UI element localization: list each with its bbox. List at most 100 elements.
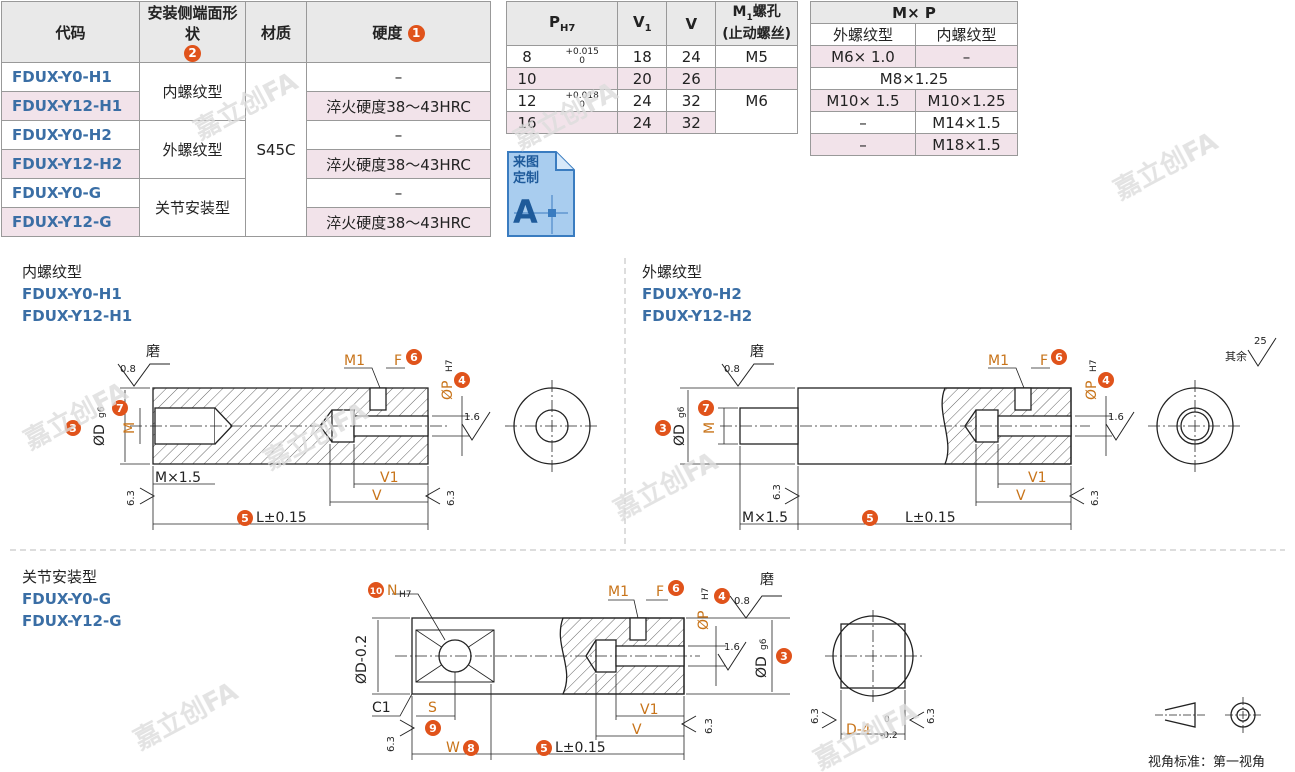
lbl-r63: 6.3 (926, 708, 937, 724)
badge-3: 3 (776, 648, 792, 664)
lbl-v1: V1 (1028, 470, 1046, 486)
lbl-m: M (122, 422, 138, 434)
thread-cell: – (810, 111, 916, 134)
lbl-p-sub: H7 (445, 360, 455, 373)
subheader-inner: 内螺纹型 (915, 23, 1018, 46)
lbl-m: M (702, 422, 718, 434)
m1-cell (715, 67, 798, 90)
header-mxp: M× P (810, 1, 1018, 24)
section-outer-title: 外螺纹型 FDUX-Y0-H2 FDUX-Y12-H2 (642, 263, 753, 325)
badge-5: 5 (237, 510, 253, 526)
watermark: 嘉立创FA (809, 696, 923, 772)
lbl-r08: 0.8 (120, 364, 136, 375)
header-p: PH7 (505, 1, 619, 46)
lbl-l: L±0.15 (905, 510, 956, 526)
lbl-r16: 1.6 (724, 642, 740, 653)
lbl-p: ØP (1084, 381, 1100, 400)
lbl-grind: 磨 (146, 344, 160, 360)
svg-text:6: 6 (672, 582, 680, 595)
document-icon (507, 151, 575, 237)
lbl-l: L±0.15 (256, 510, 307, 526)
hardness-cell: – (306, 62, 491, 92)
thread-cell: M14×1.5 (915, 111, 1018, 134)
svg-text:3: 3 (659, 422, 667, 435)
badge-3: 3 (65, 420, 81, 436)
svg-text:6: 6 (1055, 351, 1063, 364)
code-cell: FDUX-Y12-H2 (1, 149, 140, 179)
watermark: 嘉立创FA (609, 446, 723, 526)
lbl-grind: 磨 (750, 344, 764, 360)
badge-4: 4 (1098, 372, 1114, 388)
section-joint-title: 关节安装型 FDUX-Y0-G FDUX-Y12-G (22, 568, 122, 630)
v1-cell: 24 (617, 89, 668, 112)
lbl-d4-tol-u: 0 (884, 715, 890, 725)
lbl-m1: M1 (988, 353, 1009, 369)
lbl-p: ØP (440, 381, 456, 400)
m1-cell: M6 (715, 89, 798, 134)
lbl-r63: 6.3 (1090, 490, 1101, 506)
p-cell: 16 (506, 111, 547, 134)
header-shape: 安装侧端面形状 2 (139, 1, 246, 63)
lbl-v1: V1 (640, 702, 658, 718)
header-hardness: 硬度 1 (306, 1, 491, 63)
v-cell: 26 (666, 67, 717, 90)
code-cell: FDUX-Y0-H2 (1, 120, 140, 150)
group-cell: 关节安装型 (139, 178, 246, 237)
thread-table: M× P 外螺纹型 内螺纹型 M6× 1.0 – M8×1.25 M10× 1.… (810, 1, 1018, 156)
lbl-c1: C1 (372, 700, 391, 716)
svg-text:7: 7 (116, 402, 124, 415)
v-cell: 24 (666, 45, 717, 68)
thread-cell: M10× 1.5 (810, 89, 916, 112)
hardness-cell: – (306, 120, 491, 150)
lbl-s: S (428, 700, 437, 716)
svg-text:3: 3 (69, 422, 77, 435)
code-cell: FDUX-Y12-G (1, 207, 140, 237)
badge-3: 3 (655, 420, 671, 436)
lbl-r63: 6.3 (126, 490, 137, 506)
badge-line2: 定制 (513, 171, 540, 186)
hardness-cell: 淬火硬度38～43HRC (306, 207, 491, 237)
custom-drawing-badge[interactable]: 来图 定制 A (506, 150, 576, 238)
lbl-m1: M1 (344, 353, 365, 369)
badge-line1: 来图 (513, 155, 540, 170)
svg-text:3: 3 (780, 650, 788, 663)
p-cell: 10 (506, 67, 547, 90)
badge-2: 2 (184, 45, 201, 62)
hardness-cell: – (306, 178, 491, 208)
lbl-d: ØD (754, 656, 770, 678)
lbl-r08: 0.8 (734, 596, 750, 607)
badge-5: 5 (862, 510, 878, 526)
header-v1: V1 (617, 1, 668, 46)
v-cell: 32 (666, 89, 717, 112)
thread-cell: – (915, 45, 1018, 68)
lbl-mx15: M×1.5 (742, 510, 788, 526)
lbl-f: F (656, 584, 664, 600)
lbl-d4: D-4 (846, 722, 871, 738)
lbl-f: F (1040, 353, 1048, 369)
svg-text:8: 8 (467, 742, 475, 755)
svg-text:9: 9 (429, 722, 437, 735)
v1-cell: 20 (617, 67, 668, 90)
lbl-d: ØD (92, 424, 108, 446)
code-cell: FDUX-Y0-H1 (1, 62, 140, 92)
code-cell: FDUX-Y0-G (1, 178, 140, 208)
lbl-r63: 6.3 (772, 484, 783, 500)
lbl-r08: 0.8 (724, 364, 740, 375)
m1-cell: M5 (715, 45, 798, 68)
lbl-mx15: M×1.5 (155, 470, 201, 486)
lbl-d-sub: g6 (97, 406, 107, 418)
badge-5: 5 (536, 740, 552, 756)
badge-4: 4 (714, 588, 730, 604)
p-cell: 12 (506, 89, 547, 112)
lbl-others: 其余 (1225, 349, 1247, 363)
inner-body (152, 387, 429, 465)
hardness-cell: 淬火硬度38～43HRC (306, 149, 491, 179)
v1-cell: 24 (617, 111, 668, 134)
p-cell: 8 (506, 45, 547, 68)
watermark: 嘉立创FA (1109, 126, 1223, 206)
badge-7: 7 (698, 400, 714, 416)
badge-9: 9 (425, 720, 441, 736)
lbl-v: V (372, 488, 382, 504)
lbl-v: V (1016, 488, 1026, 504)
